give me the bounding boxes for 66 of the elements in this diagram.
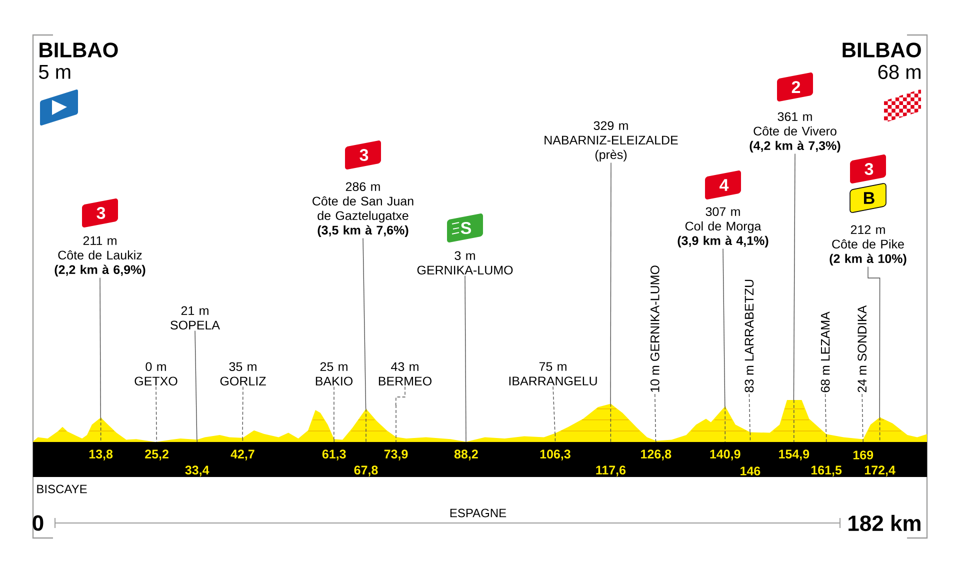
leader-line bbox=[610, 162, 612, 442]
climb-badge: B bbox=[850, 183, 886, 213]
leader-line bbox=[824, 394, 827, 442]
climb-badge: 3 bbox=[850, 154, 886, 184]
distance-label: 0 bbox=[32, 515, 44, 531]
place-label: 83 m LARRABETZU bbox=[744, 280, 754, 392]
km-marker: 61,3 bbox=[322, 450, 346, 460]
leader-line bbox=[722, 248, 726, 442]
leader-line bbox=[362, 238, 366, 442]
climb-badge: 4 bbox=[705, 170, 741, 200]
km-marker: 13,8 bbox=[89, 450, 113, 460]
leader-line bbox=[748, 394, 751, 442]
leader-line bbox=[464, 275, 466, 442]
leader-line bbox=[868, 266, 880, 442]
leader-line bbox=[395, 386, 406, 442]
place-label: 0 m GETXO bbox=[134, 362, 178, 386]
place-label: 329 m NABARNIZ-ELEIZALDE (près) bbox=[544, 121, 678, 162]
km-marker: 172,4 bbox=[864, 466, 896, 476]
place-label: 43 m BERMEO bbox=[378, 362, 432, 386]
region-label: BISCAYE bbox=[37, 484, 87, 494]
km-marker: 88,2 bbox=[454, 450, 478, 460]
km-marker: 106,3 bbox=[540, 450, 570, 460]
place-label: 35 m GORLIZ bbox=[220, 362, 266, 386]
km-marker: 146 bbox=[740, 466, 760, 476]
place-label: 361 m Côte de Vivero (4,2 km à 7,3%) bbox=[750, 112, 840, 153]
km-marker: 126,8 bbox=[641, 450, 672, 460]
km-marker: 73,9 bbox=[384, 450, 408, 460]
elevation-profile-drawing bbox=[33, 400, 927, 442]
leader-line bbox=[654, 394, 656, 442]
km-marker: 67,8 bbox=[354, 466, 378, 476]
climb-badge: 3 bbox=[82, 198, 118, 228]
place-label: 211 m Côte de Laukiz (2,2 km à 6,9%) bbox=[54, 236, 146, 277]
distance-label: 182 km bbox=[848, 514, 920, 532]
km-marker: 33,4 bbox=[185, 466, 210, 476]
altitude-label: 68 m bbox=[878, 64, 920, 80]
place-label: 68 m LEZAMA bbox=[820, 312, 830, 392]
climb-badge: 2 bbox=[777, 72, 813, 102]
place-label: 3 m GERNIKA-LUMO bbox=[417, 251, 513, 275]
km-marker: 42,7 bbox=[230, 450, 254, 460]
place-label: 21 m SOPELA bbox=[170, 306, 220, 330]
climb-badge: 3 bbox=[345, 140, 381, 170]
leader-line bbox=[194, 330, 198, 442]
km-marker: 140,9 bbox=[710, 450, 740, 460]
km-marker: 117,6 bbox=[596, 466, 626, 476]
place-label: 212 m Côte de Pike (2 km à 10%) bbox=[830, 225, 906, 266]
climb-badge: S bbox=[447, 214, 483, 242]
place-label: 286 m Côte de San Juan de Gaztelugatxe (3,5 km à 7,6%) bbox=[312, 182, 414, 238]
km-marker: 169 bbox=[853, 450, 874, 460]
altitude-label: 5 m bbox=[39, 65, 70, 79]
place-label: 25 m BAKIO bbox=[316, 362, 353, 386]
place-label: 24 m SONDIKA bbox=[858, 305, 867, 392]
place-label: 307 m Col de Morga (3,9 km à 4,1%) bbox=[678, 207, 768, 248]
place-label: 75 m IBARRANGELU bbox=[509, 362, 597, 386]
leader-line bbox=[862, 394, 864, 442]
leader-line bbox=[242, 386, 244, 442]
km-marker: 25,2 bbox=[145, 450, 168, 460]
leader-line bbox=[100, 277, 102, 442]
leader-line bbox=[156, 386, 157, 442]
city-name: BILBAO bbox=[842, 42, 921, 58]
place-label: 10 m GERNIKA-LUMO bbox=[650, 266, 660, 392]
leader-line bbox=[552, 386, 556, 442]
km-marker: 161,5 bbox=[811, 466, 842, 476]
city-name: BILBAO bbox=[40, 42, 118, 58]
region-label: ESPAGNE bbox=[450, 508, 506, 518]
leader-line bbox=[793, 153, 796, 442]
km-marker: 154,9 bbox=[779, 450, 810, 460]
